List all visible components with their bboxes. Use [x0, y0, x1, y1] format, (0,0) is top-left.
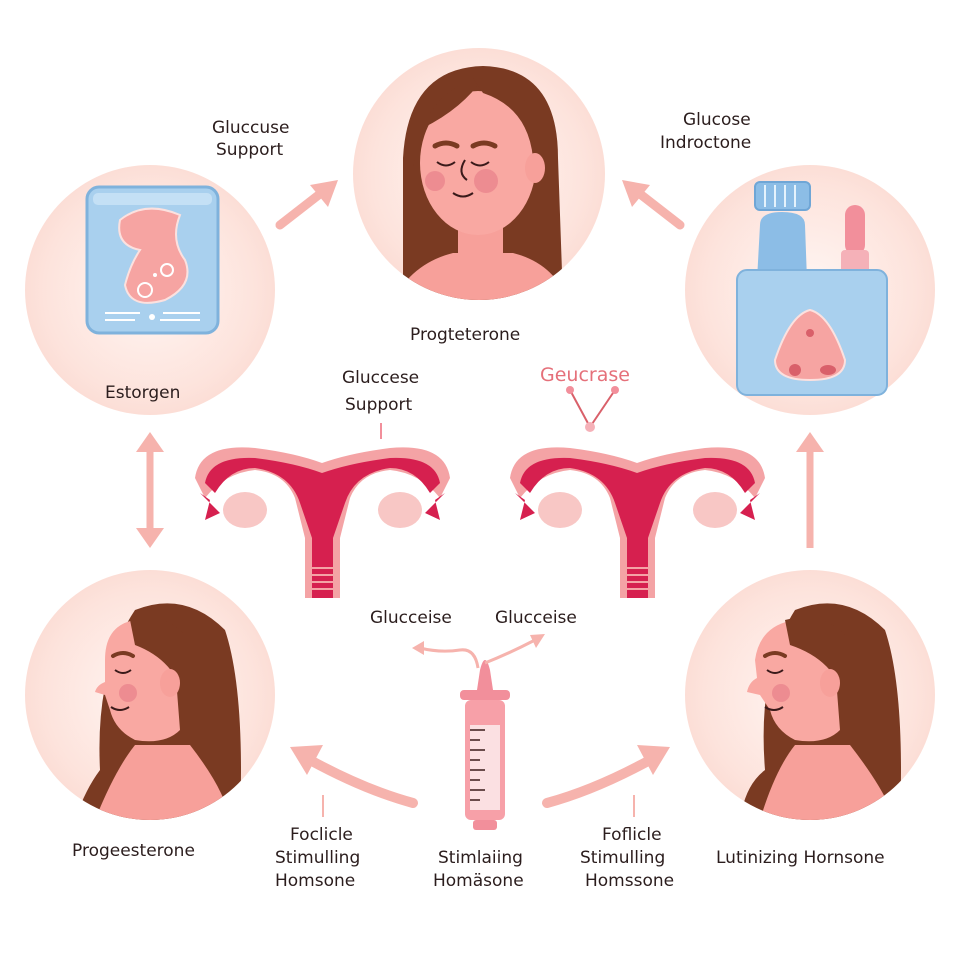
label-syringe-left: Glucceise: [370, 608, 452, 628]
syringe-illustration: [460, 660, 510, 830]
tick-line: [322, 795, 324, 817]
woman-front-illustration: [393, 66, 568, 300]
arrow-curved-right-icon: [542, 745, 670, 808]
label-top-center: Progteterone: [410, 325, 521, 345]
label-top-left-line2: Support: [216, 140, 284, 160]
label-uterus-right: Geucrase: [540, 364, 630, 386]
arrow-curved-left-icon: [290, 745, 418, 808]
label-left-package: Estorgen: [105, 383, 181, 403]
uterus-right-illustration: [510, 447, 765, 598]
label-top-right-line2: Indroctone: [660, 133, 752, 153]
woman-profile-left-illustration: [75, 603, 241, 820]
tick-line: [380, 423, 382, 439]
bottles-illustration: [736, 181, 888, 396]
package-illustration: [85, 185, 220, 335]
label-top-right-line1: Glucose: [683, 110, 751, 130]
label-bottom-mid-right-line3: Homssone: [585, 871, 675, 891]
label-bottom-mid-right-line2: Stimulling: [580, 848, 666, 868]
label-uterus-left-line1: Gluccese: [342, 368, 420, 388]
woman-profile-right-illustration: [740, 603, 901, 820]
geucrase-connector-icon: [566, 386, 619, 432]
label-bottom-left: Progeesterone: [72, 841, 195, 861]
label-bottom-center-line1: Stimlaiing: [438, 848, 523, 868]
label-bottom-mid-left-line3: Homsone: [275, 871, 356, 891]
label-bottom-center-line2: Homäsone: [433, 871, 524, 891]
arrow-bidirectional-vertical-icon: [136, 432, 164, 548]
label-uterus-left-line2: Support: [345, 395, 413, 415]
arrow-up-right-icon: [275, 180, 338, 230]
arrow-up-icon: [796, 432, 824, 548]
uterus-left-illustration: [195, 447, 450, 598]
label-bottom-right: Lutinizing Hornsone: [716, 848, 885, 868]
tick-line: [633, 795, 635, 817]
label-bottom-mid-left-line1: Foclicle: [290, 825, 353, 845]
label-bottom-mid-right-line1: Foflicle: [602, 825, 662, 845]
label-top-left-line1: Gluccuse: [212, 118, 290, 138]
label-syringe-right: Glucceise: [495, 608, 577, 628]
label-bottom-mid-left-line2: Stimulling: [275, 848, 361, 868]
arrow-up-left-icon: [622, 180, 685, 230]
syringe-split-arrows-icon: [412, 634, 545, 669]
